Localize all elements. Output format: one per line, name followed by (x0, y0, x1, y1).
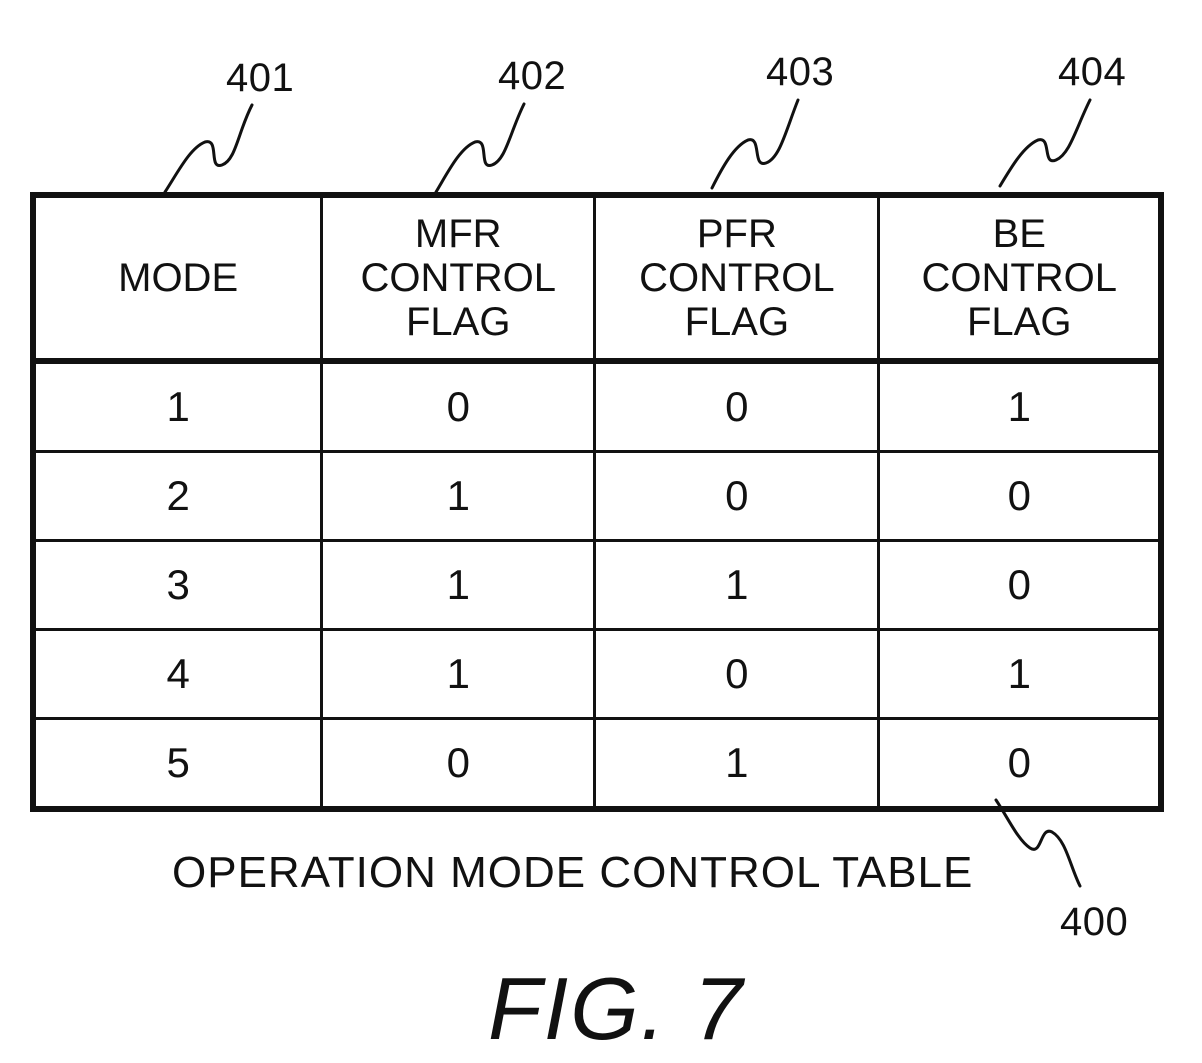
cell-mfr-flag: 1 (320, 539, 597, 631)
cell-mfr-flag: 0 (320, 359, 597, 453)
header-mode: MODE (31, 193, 324, 364)
cell-mfr-flag: 1 (320, 450, 597, 542)
leader-401 (163, 103, 254, 194)
ref-404: 404 (1058, 50, 1127, 94)
header-mfr-line-1: MFR (414, 212, 502, 256)
cell-be-flag: 0 (877, 717, 1163, 811)
ref-403: 403 (766, 50, 835, 94)
ref-400: 400 (1060, 900, 1129, 944)
table-row-mode-3: 3 1 1 0 (31, 539, 1163, 631)
table-row-mode-2: 2 1 0 0 (31, 450, 1163, 542)
cell-be-flag: 0 (877, 450, 1163, 542)
header-mfr-control-flag: MFR CONTROL FLAG (320, 193, 597, 364)
header-mfr-line-2: CONTROL (360, 256, 557, 300)
cell-mode: 1 (31, 359, 324, 453)
header-be-line-1: BE (992, 212, 1046, 256)
ref-401: 401 (226, 56, 295, 100)
header-be-control-flag: BE CONTROL FLAG (877, 193, 1163, 364)
header-pfr-line-2: CONTROL (639, 256, 835, 300)
leader-403 (710, 98, 800, 190)
table-caption: OPERATION MODE CONTROL TABLE (172, 848, 974, 897)
table-header-row: MODE MFR CONTROL FLAG PFR CONTROL FLAG B… (31, 193, 1163, 364)
cell-mode: 5 (31, 717, 324, 811)
header-pfr-line-3: FLAG (684, 300, 790, 344)
table-row-mode-5: 5 0 1 0 (31, 717, 1163, 811)
operation-mode-control-table: MODE MFR CONTROL FLAG PFR CONTROL FLAG B… (30, 192, 1164, 812)
cell-mfr-flag: 0 (320, 717, 597, 811)
cell-mode: 2 (31, 450, 324, 542)
header-pfr-line-1: PFR (696, 212, 777, 256)
cell-be-flag: 0 (877, 539, 1163, 631)
header-be-line-2: CONTROL (921, 256, 1118, 300)
figure-label: FIG. 7 (488, 959, 745, 1058)
cell-pfr-flag: 0 (593, 628, 881, 720)
leader-402 (434, 102, 526, 194)
leader-404 (998, 98, 1092, 188)
cell-mode: 4 (31, 628, 324, 720)
cell-pfr-flag: 1 (593, 717, 881, 811)
cell-pfr-flag: 1 (593, 539, 881, 631)
cell-mfr-flag: 1 (320, 628, 597, 720)
cell-mode: 3 (31, 539, 324, 631)
cell-pfr-flag: 0 (593, 450, 881, 542)
header-pfr-control-flag: PFR CONTROL FLAG (593, 193, 881, 364)
header-be-line-3: FLAG (967, 300, 1072, 344)
header-mode-line-1: MODE (118, 256, 239, 300)
cell-be-flag: 1 (877, 628, 1163, 720)
table-row-mode-1: 1 0 0 1 (31, 359, 1163, 453)
cell-pfr-flag: 0 (593, 359, 881, 453)
header-mfr-line-3: FLAG (406, 300, 511, 344)
cell-be-flag: 1 (877, 359, 1163, 453)
ref-402: 402 (498, 54, 567, 98)
leader-400 (994, 798, 1082, 888)
table-row-mode-4: 4 1 0 1 (31, 628, 1163, 720)
